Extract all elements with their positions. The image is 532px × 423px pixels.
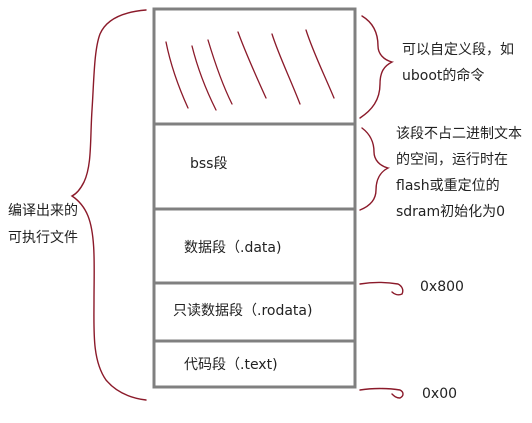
segment-data-label: 数据段（.data) <box>184 240 281 256</box>
mid-right-note-line2: 的空间，运行时在 <box>396 152 508 168</box>
memory-block <box>152 7 357 389</box>
segment-rodata-label: 只读数据段（.rodata) <box>173 302 312 319</box>
addr-low-arrow <box>359 387 404 399</box>
segment-text-label: 代码段（.text) <box>184 357 278 373</box>
left-note-line1: 编译出来的 <box>8 203 78 219</box>
addr-high-label: 0x800 <box>420 279 464 295</box>
segment-text-box <box>152 339 357 389</box>
top-right-brace <box>359 15 395 119</box>
addr-low-label: 0x00 <box>422 386 457 402</box>
left-brace <box>70 9 147 401</box>
addr-high-arrow <box>359 281 404 296</box>
top-right-note-line2: uboot的命令 <box>402 67 484 84</box>
mid-right-note-line3: flash或重定位的 <box>396 178 500 194</box>
hatch-strokes <box>165 29 335 111</box>
segment-bss-box <box>152 122 357 211</box>
segment-bss-label: bss段 <box>190 156 227 172</box>
mid-right-note-line4: sdram初始化为0 <box>396 203 505 220</box>
mid-right-note-line1: 该段不占二进制文本 <box>396 126 522 142</box>
mid-right-brace <box>359 127 391 211</box>
top-right-note-line1: 可以自定义段，如 <box>402 42 514 58</box>
left-note-line2: 可执行文件 <box>8 230 78 246</box>
segment-custom-box <box>152 7 357 126</box>
